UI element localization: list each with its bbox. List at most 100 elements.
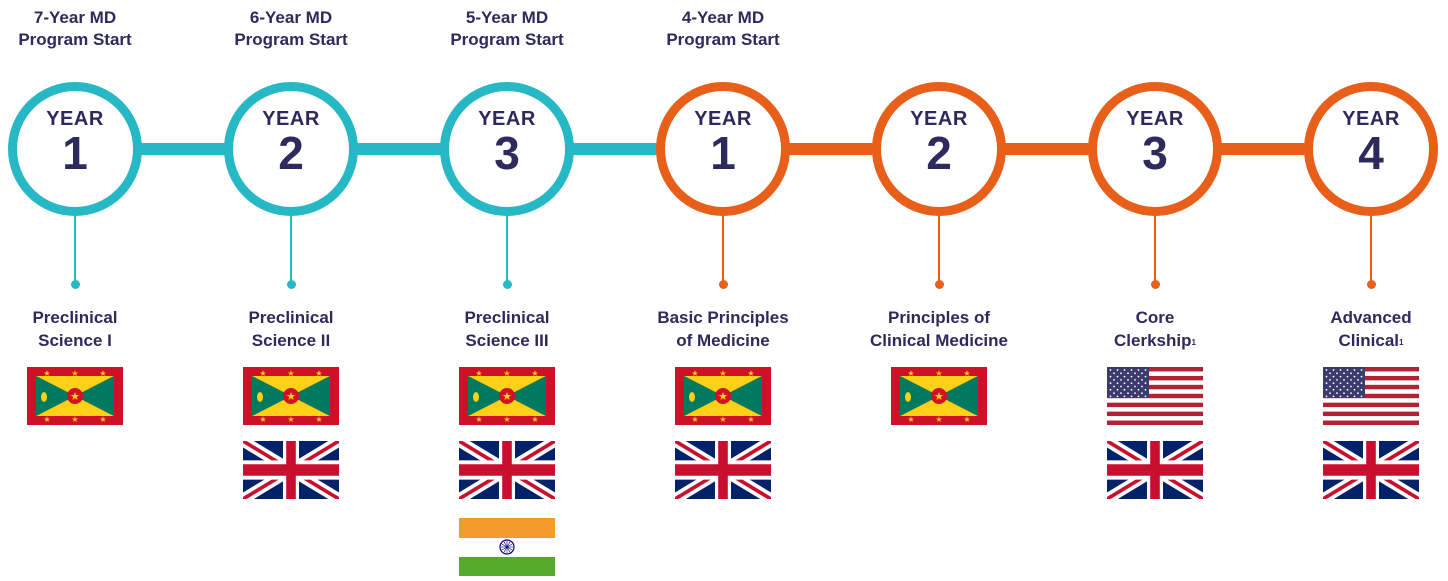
svg-text:★: ★ <box>963 369 970 378</box>
stem-line <box>1154 207 1156 281</box>
phase-label-text: Clerkship <box>1114 331 1192 350</box>
uk-flag <box>243 441 339 499</box>
phase-label: Basic Principles of Medicine <box>628 306 818 352</box>
year-number: 3 <box>494 127 520 179</box>
svg-text:★: ★ <box>531 369 538 378</box>
svg-text:★: ★ <box>99 369 106 378</box>
phase-label-line: Principles of <box>844 306 1034 329</box>
connector-line <box>569 143 661 155</box>
year-word: YEAR <box>478 108 536 130</box>
phase-label-text: Science II <box>251 331 331 350</box>
svg-text:★: ★ <box>43 415 50 424</box>
year-number: 2 <box>278 127 304 179</box>
svg-text:★: ★ <box>259 415 266 424</box>
connector-line <box>1001 143 1093 155</box>
phase-label-line: Clerkship1 <box>1060 329 1250 352</box>
year-word: YEAR <box>694 108 752 130</box>
svg-text:★: ★ <box>99 415 106 424</box>
stem-dot <box>718 280 728 289</box>
usa-flag <box>1107 367 1203 425</box>
svg-text:★: ★ <box>287 415 294 424</box>
phase-label-line: Science III <box>412 329 602 352</box>
program-start-label-line: Program Start <box>450 30 564 49</box>
year-number: 3 <box>1142 127 1168 179</box>
india-flag <box>459 518 555 576</box>
year-number: 2 <box>926 127 952 179</box>
phase-label-line: Preclinical <box>0 306 170 329</box>
stem-line <box>1370 207 1372 281</box>
program-start-label: 6-Year MD Program Start <box>201 7 381 51</box>
year-word: YEAR <box>1126 108 1184 130</box>
svg-text:★: ★ <box>286 391 296 403</box>
svg-text:★: ★ <box>315 369 322 378</box>
stem-line <box>74 207 76 281</box>
svg-text:★: ★ <box>43 369 50 378</box>
year-word: YEAR <box>1342 108 1400 130</box>
phase-label-line: Preclinical <box>412 306 602 329</box>
svg-text:★: ★ <box>70 391 80 403</box>
program-start-label: 4-Year MD Program Start <box>633 7 813 51</box>
uk-flag <box>459 441 555 499</box>
connector-line <box>1217 143 1309 155</box>
program-start-label-line: 6-Year MD <box>249 8 333 27</box>
stem-dot <box>1366 280 1376 289</box>
svg-text:★: ★ <box>747 369 754 378</box>
phase-label-line: Science I <box>0 329 170 352</box>
svg-text:★: ★ <box>287 369 294 378</box>
phase-label-text: of Medicine <box>676 331 770 350</box>
phase-label-text: Core <box>1135 308 1175 327</box>
svg-text:★: ★ <box>691 369 698 378</box>
svg-text:★: ★ <box>315 415 322 424</box>
phase-label-text: Clinical <box>1338 331 1399 350</box>
grenada-flag: ★ ★ ★★ ★★ ★ <box>459 367 555 425</box>
stem-line <box>722 207 724 281</box>
program-start-label-line: Program Start <box>666 30 780 49</box>
phase-label-line: Preclinical <box>196 306 386 329</box>
svg-text:★: ★ <box>691 415 698 424</box>
phase-label-text: Advanced <box>1330 308 1412 327</box>
svg-text:★: ★ <box>963 415 970 424</box>
program-start-label-line: 7-Year MD <box>33 8 117 27</box>
grenada-flag: ★ ★ ★★ ★★ ★ <box>675 367 771 425</box>
stem-line <box>938 207 940 281</box>
stem-line <box>290 207 292 281</box>
svg-text:★: ★ <box>475 415 482 424</box>
phase-label-text: Preclinical <box>464 308 550 327</box>
grenada-flag: ★ ★ ★★ ★★ ★ <box>243 367 339 425</box>
phase-label-text: Preclinical <box>32 308 118 327</box>
uk-flag <box>1323 441 1419 499</box>
year-word: YEAR <box>46 108 104 130</box>
phase-label-text: Preclinical <box>248 308 334 327</box>
svg-text:★: ★ <box>718 391 728 403</box>
usa-flag <box>1323 367 1419 425</box>
year-number: 4 <box>1358 127 1384 179</box>
stem-dot <box>934 280 944 289</box>
program-start-label-line: 4-Year MD <box>681 8 765 27</box>
program-start-label-line: Program Start <box>234 30 348 49</box>
year-number: 1 <box>62 127 88 179</box>
connector-line <box>785 143 877 155</box>
stem-dot <box>1150 280 1160 289</box>
year-number: 1 <box>710 127 736 179</box>
svg-text:★: ★ <box>475 369 482 378</box>
stem-line <box>506 207 508 281</box>
phase-label-line: Advanced <box>1276 306 1448 329</box>
phase-label-line: Basic Principles <box>628 306 818 329</box>
connector-line <box>137 143 229 155</box>
svg-text:★: ★ <box>907 415 914 424</box>
